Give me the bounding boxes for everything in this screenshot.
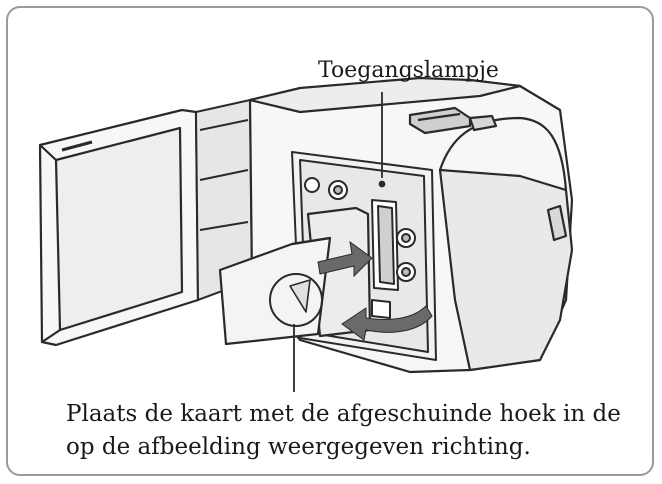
access-lamp-label: Toegangslampje — [318, 58, 499, 83]
lcd-panel — [38, 108, 200, 347]
caption-line-1: Plaats de kaart met de afgeschuinde hoek… — [66, 401, 621, 427]
insert-arrow-icon — [317, 240, 373, 278]
memory-card — [218, 206, 372, 346]
close-lid-arrow-icon — [341, 305, 433, 341]
figure-caption: Plaats de kaart met de afgeschuinde hoek… — [66, 398, 646, 464]
access-lamp-callout — [378, 92, 386, 188]
caption-line-2: op de afbeelding weergegeven richting. — [66, 434, 531, 460]
